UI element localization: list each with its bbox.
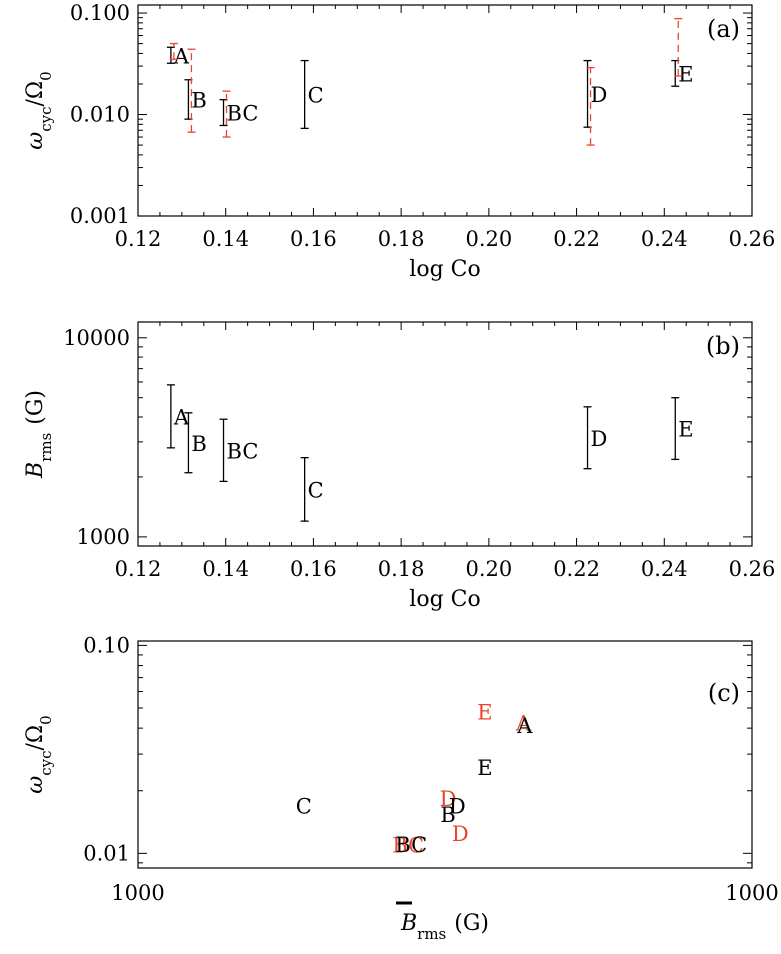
panel-b-point-label: C xyxy=(308,478,324,502)
xlabel-b: B xyxy=(400,911,417,936)
panel-c-y-tick-label: 0.01 xyxy=(83,841,130,865)
panel-c-point-label: A xyxy=(516,714,533,738)
panel-a-point-label: C xyxy=(308,83,324,107)
panel-a-xlabel: log Co xyxy=(409,257,480,282)
panel-b-y-tick-label: 1000 xyxy=(77,525,130,549)
panel-c-point-label: A xyxy=(515,712,532,736)
panel-a-point-label: B xyxy=(191,88,206,112)
ylabel-sub: cyc xyxy=(37,106,55,131)
panel-b-x-tick-label: 0.20 xyxy=(465,557,512,581)
ylabel-unit: (G) xyxy=(23,390,48,425)
panel-b-errorbar xyxy=(219,418,228,483)
ylabel-omega: ω xyxy=(23,776,48,794)
panel-c-point-label: D xyxy=(449,794,466,818)
panel-a-point-label: E xyxy=(678,62,693,86)
panel-a-errorbar xyxy=(674,18,683,77)
panel-a-errorbar xyxy=(222,90,231,138)
panel-a-x-tick-label: 0.26 xyxy=(729,227,776,251)
panel-b-ylabel: Brms (G) xyxy=(23,390,55,479)
panel-b-x-tick-label: 0.12 xyxy=(115,557,162,581)
ylabel-den-sub: 0 xyxy=(37,715,55,725)
panel-b-errorbar xyxy=(671,397,680,461)
panel-a-point-label: D xyxy=(591,83,608,107)
panel-b-x-tick-label: 0.24 xyxy=(641,557,688,581)
panel-a-errorbar xyxy=(187,48,196,133)
panel-b-errorbar xyxy=(184,412,193,474)
panel-a-ylabel-text: ωcyc/Ω0 xyxy=(23,71,55,149)
panel-b-errorbar xyxy=(166,384,175,449)
panel-a-label: (a) xyxy=(707,15,740,43)
panel-a-x-tick-label: 0.24 xyxy=(641,227,688,251)
panel-c-point-label: BC xyxy=(395,833,427,857)
panel-a-errorbar xyxy=(300,59,309,130)
panel-b-point-label: E xyxy=(678,418,693,442)
panel-a-x-tick-label: 0.12 xyxy=(115,227,162,251)
ylabel-sub: cyc xyxy=(37,750,55,775)
panel-a-x-tick-label: 0.16 xyxy=(290,227,337,251)
ylabel-den-sub: 0 xyxy=(37,71,55,81)
ylabel-omega: ω xyxy=(23,132,48,150)
xlabel-unit: (G) xyxy=(454,911,489,936)
panel-c-point-label: BC xyxy=(392,834,424,858)
panel-c-point-label: B xyxy=(440,803,455,827)
xlabel-sub: rms xyxy=(417,925,446,943)
panel-c-point-label: E xyxy=(477,701,492,725)
ylabel-den: /Ω xyxy=(23,81,48,107)
panel-c-xlabel: Brms (G) xyxy=(400,911,489,943)
panel-a-x-tick-label: 0.14 xyxy=(202,227,249,251)
panel-c-x-tick-label: 1000 xyxy=(725,881,778,905)
ylabel-b: B xyxy=(23,462,48,479)
panel-a-x-tick-label: 0.20 xyxy=(465,227,512,251)
panel-b-label: (b) xyxy=(706,332,740,360)
panel-a-point-label: A xyxy=(173,44,190,68)
panel-b-errorbar xyxy=(300,457,309,522)
panel-c-label: (c) xyxy=(708,679,740,707)
panel-b-x-tick-label: 0.26 xyxy=(729,557,776,581)
panel-b-point-label: D xyxy=(591,427,608,451)
panel-a-errorbar xyxy=(586,66,595,146)
panel-c-point-label: E xyxy=(477,756,492,780)
panel-b-x-tick-label: 0.16 xyxy=(290,557,337,581)
panel-b-x-tick-label: 0.18 xyxy=(378,557,425,581)
panel-b-x-tick-label: 0.14 xyxy=(202,557,249,581)
panel-b-x-tick-label: 0.22 xyxy=(553,557,600,581)
panel-b-point-label: BC xyxy=(227,439,259,463)
panel-a-y-tick-label: 0.001 xyxy=(70,204,130,228)
panel-b-xlabel: log Co xyxy=(409,587,480,612)
panel-b-point-label: B xyxy=(191,432,206,456)
panel-c-frame xyxy=(137,640,753,869)
panel-c-point-label: C xyxy=(296,794,312,818)
panel-c-point-label: D xyxy=(452,822,469,846)
panel-a-x-tick-label: 0.18 xyxy=(378,227,425,251)
panel-b-ylabel-text: Brms (G) xyxy=(23,390,55,479)
panel-b-errorbar xyxy=(583,406,592,470)
panel-b-point-label: A xyxy=(173,405,190,429)
panel-b-y-tick-label: 10000 xyxy=(63,326,130,350)
panel-b-frame xyxy=(137,321,753,547)
panel-c-point-label: D xyxy=(440,787,457,811)
ylabel-sub: rms xyxy=(37,433,55,462)
panel-a-errorbar xyxy=(169,42,178,60)
ylabel-den: /Ω xyxy=(23,725,48,751)
panel-a-ylabel: ωcyc/Ω0 xyxy=(23,71,55,149)
panel-c-x-tick-label: 1000 xyxy=(111,881,164,905)
panel-a-point-label: BC xyxy=(227,102,259,126)
panel-a-y-tick-label: 0.010 xyxy=(70,103,130,127)
panel-c-y-tick-label: 0.10 xyxy=(83,633,130,657)
panel-a-x-tick-label: 0.22 xyxy=(553,227,600,251)
panel-c-ylabel: ωcyc/Ω0 xyxy=(23,715,55,793)
panel-a-y-tick-label: 0.100 xyxy=(70,1,130,25)
panel-c-ylabel-text: ωcyc/Ω0 xyxy=(23,715,55,793)
